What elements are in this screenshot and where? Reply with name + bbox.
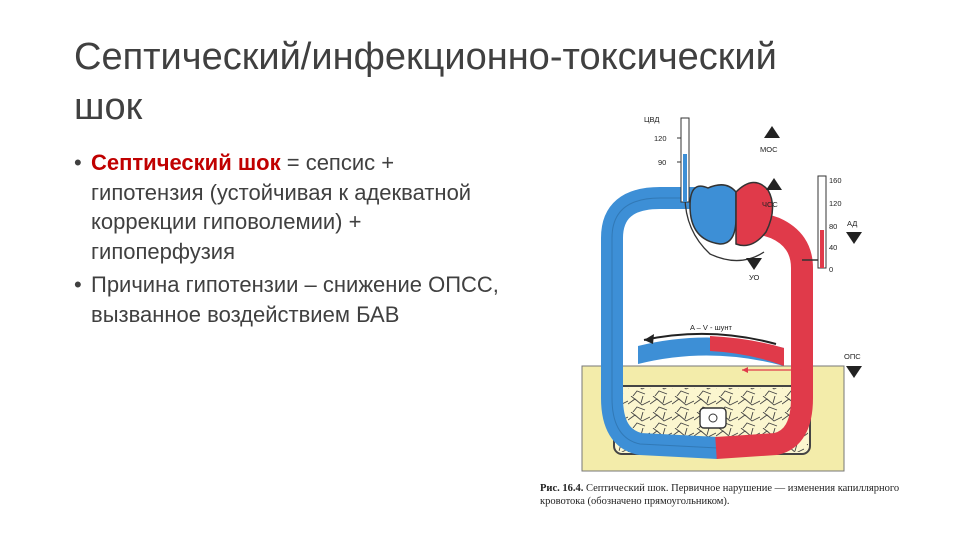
heart-left	[735, 181, 774, 247]
bullet-list: • Септический шок = сепсис + гипотензия …	[74, 148, 504, 333]
mos-label: МОС	[760, 145, 778, 154]
bp-tick-0-label: 0	[829, 265, 833, 274]
bp-tick-120-label: 120	[829, 199, 842, 208]
hr-label: ЧСС	[762, 200, 778, 209]
cvp-label: ЦВД	[644, 115, 659, 124]
cvp-tick-90-label: 90	[658, 158, 666, 167]
hr-up-arrow-icon	[766, 178, 782, 190]
arterial-vessel	[715, 207, 813, 459]
bullet-highlight: Септический шок	[91, 150, 281, 175]
venous-vessel-edge	[611, 197, 719, 449]
shunt-arrowhead	[644, 334, 654, 344]
shunt-label: A – V - шунт	[690, 323, 733, 332]
heart-right	[689, 184, 737, 245]
figure-caption: Рис. 16.4. Септический шок. Первичное на…	[540, 482, 940, 508]
sv-down-arrow-icon	[746, 258, 762, 270]
bullet-text: = сепсис + гипотензия (устойчивая к адек…	[91, 150, 472, 264]
bullet-dot: •	[74, 272, 82, 297]
ops-arrowhead-left	[742, 367, 748, 373]
bp-label: АД	[847, 219, 857, 228]
slide-title: Септический/инфекционно-токсический шок	[74, 36, 777, 128]
bp-tick-80-label: 80	[829, 222, 837, 231]
venous-vessel	[601, 187, 719, 459]
bullet-text: Причина гипотензии – снижение ОПСС, вызв…	[91, 272, 499, 327]
caption-text: Септический шок. Первичное нарушение — и…	[540, 483, 900, 507]
sv-label: УО	[749, 273, 760, 282]
ops-down-arrow-icon	[846, 366, 862, 378]
bullet-item: • Септический шок = сепсис + гипотензия …	[74, 148, 504, 266]
bp-down-arrow-icon	[846, 232, 862, 244]
cell-nucleus	[699, 407, 727, 429]
shunt-vessel-red	[710, 336, 784, 366]
caption-prefix: Рис. 16.4.	[540, 483, 584, 494]
cell-nucleus-core	[708, 413, 718, 423]
ops-label: ОПС	[844, 352, 861, 361]
bullet-dot: •	[74, 150, 82, 175]
bp-level	[820, 230, 824, 268]
mos-up-arrow-icon	[764, 126, 780, 138]
cvp-tick-120-label: 120	[654, 134, 667, 143]
bullet-item: • Причина гипотензии – снижение ОПСС, вы…	[74, 270, 504, 329]
ops-arrowhead-right	[796, 367, 802, 373]
circulation-diagram: ЦВД 120 90 МОС ЧСС УО 160 120 80 40 0 АД	[581, 115, 862, 472]
cvp-level	[683, 154, 687, 202]
bp-tick-40-label: 40	[829, 243, 837, 252]
circulation-figure: ЦВД 120 90 МОС ЧСС УО 160 120 80 40 0 АД	[540, 108, 940, 538]
bp-tick-160-label: 160	[829, 176, 842, 185]
shunt-flow-arrow	[643, 332, 777, 345]
